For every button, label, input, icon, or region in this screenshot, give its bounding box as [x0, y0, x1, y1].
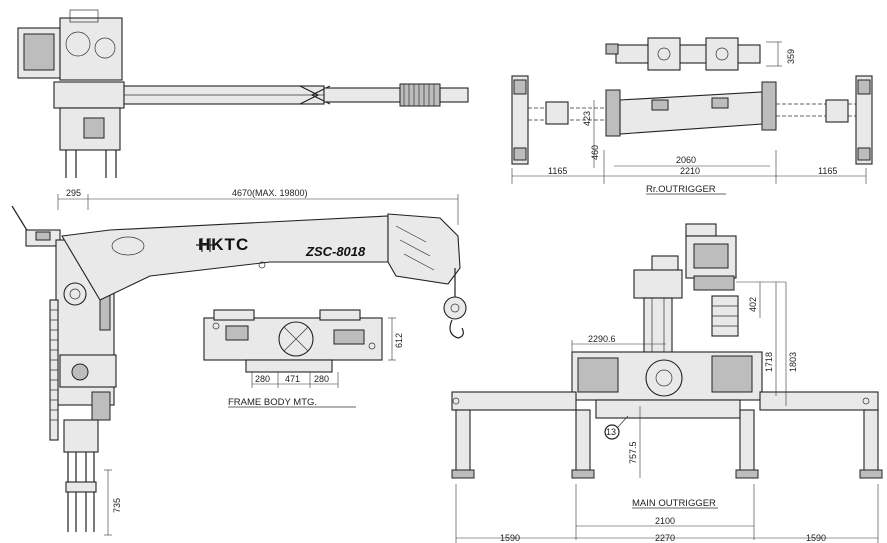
side-elevation-view: 295 4670(MAX. 19800) HKTC ZSC-8018 [11, 188, 467, 536]
dim-735: 735 [112, 498, 122, 513]
dim-280-left: 280 [255, 374, 270, 384]
rr-dim-460: 460 [590, 145, 600, 160]
m-dim-2100: 2100 [655, 516, 675, 526]
rr-dim-2210: 2210 [680, 166, 700, 176]
rr-dim-423: 423 [582, 111, 592, 126]
rear-outrigger-label: Rr.OUTRIGGER [646, 184, 716, 195]
rr-dim-1165-right: 1165 [818, 166, 837, 176]
m-dim-2270: 2270 [655, 533, 675, 543]
m-dim-402: 402 [748, 297, 758, 312]
callout-13: 13 [606, 427, 616, 437]
dim-612: 612 [394, 333, 404, 348]
rr-dim-1165-left: 1165 [548, 166, 567, 176]
main-outrigger-label: MAIN OUTRIGGER [632, 498, 716, 509]
m-dim-2290: 2290.6 [588, 334, 616, 344]
m-dim-1590-right: 1590 [806, 533, 826, 543]
frame-body-label: FRAME BODY MTG. [228, 397, 317, 408]
rr-dim-359: 359 [786, 49, 796, 64]
dim-295: 295 [66, 188, 81, 198]
top-plan-view [17, 9, 469, 178]
m-dim-1803: 1803 [788, 352, 798, 372]
dim-boom-length: 4670(MAX. 19800) [232, 188, 308, 198]
dim-471: 471 [285, 374, 300, 384]
m-dim-757: 757.5 [628, 441, 638, 464]
m-dim-1590-left: 1590 [500, 533, 520, 543]
model-label: ZSC-8018 [305, 244, 366, 259]
m-dim-1718: 1718 [764, 352, 774, 372]
rear-outrigger-view: 359 460 423 2060 1165 2210 [511, 37, 873, 195]
rr-dim-2060: 2060 [676, 155, 696, 165]
frame-body-mtg-view: 612 280 471 280 FRAME BODY MTG. [203, 309, 404, 408]
brand-logo-mark [196, 238, 216, 252]
main-outrigger-front-view: 13 2290.6 402 1718 1803 757.5 MAIN OUTRI… [451, 223, 883, 543]
dim-280-right: 280 [314, 374, 329, 384]
